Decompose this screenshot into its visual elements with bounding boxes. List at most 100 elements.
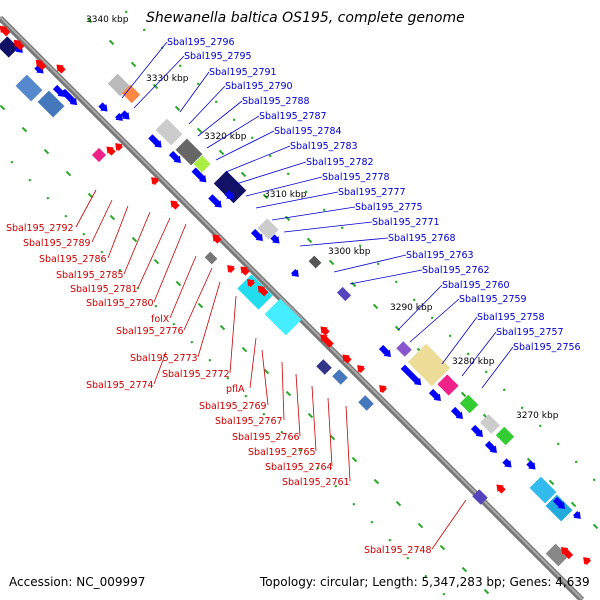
tick-mark — [284, 215, 291, 222]
callout-line — [225, 145, 291, 173]
tick-dot — [190, 340, 194, 344]
gene-label[interactable]: Sbal195_2764 — [265, 462, 333, 473]
callout-line — [311, 385, 317, 452]
reverse-gene-arrow — [357, 365, 365, 373]
kbp-label: 3290 kbp — [390, 303, 433, 313]
gene-label[interactable]: Sbal195_2766 — [232, 432, 300, 443]
tick-dot — [520, 406, 524, 410]
gene-label[interactable]: Sbal195_2789 — [23, 238, 91, 249]
accession-text: Accession: NC_009997 — [9, 575, 145, 589]
tick-mark — [131, 236, 138, 243]
tick-dot — [262, 412, 266, 416]
tick-dot — [214, 100, 218, 104]
gene-label[interactable]: Sbal195_2785 — [56, 270, 124, 281]
gene-label[interactable]: Sbal195_2756 — [513, 342, 581, 353]
forward-gene-arrow — [470, 424, 483, 437]
callout-line — [91, 199, 113, 243]
gene-label[interactable]: Sbal195_2795 — [184, 51, 252, 62]
reverse-gene-arrow — [170, 200, 180, 210]
tick-mark — [351, 456, 358, 463]
gene-label[interactable]: Sbal195_2788 — [242, 96, 310, 107]
gene-arrows — [0, 25, 591, 565]
tick-dot — [556, 442, 560, 446]
tick-dot — [280, 430, 284, 434]
callout-line — [281, 361, 285, 421]
forward-gene-arrow — [148, 134, 162, 148]
gene-label[interactable]: Sbal195_2790 — [225, 81, 293, 92]
gene-label[interactable]: Sbal195_2781 — [70, 284, 138, 295]
gene-label[interactable]: Sbal195_2783 — [290, 141, 358, 152]
feature-blocks — [0, 36, 573, 567]
gene-label[interactable]: Sbal195_2762 — [422, 265, 490, 276]
gene-label[interactable]: Sbal195_2767 — [215, 416, 283, 427]
reverse-gene-arrow — [106, 146, 116, 156]
gene-label[interactable]: Sbal195_2757 — [496, 327, 564, 338]
tick-dot — [250, 136, 254, 140]
gene-label[interactable]: Sbal195_2791 — [209, 67, 277, 78]
kbp-label: 3280 kbp — [452, 357, 495, 367]
gene-label[interactable]: Sbal195_2769 — [199, 401, 267, 412]
reverse-gene-arrow — [151, 177, 159, 185]
tick-mark — [592, 523, 599, 530]
callout-line — [409, 298, 460, 343]
callout-line — [107, 205, 129, 259]
forward-gene-arrow — [400, 364, 422, 386]
callout-line — [179, 71, 210, 113]
forward-gene-arrow — [526, 460, 536, 470]
callout-line — [295, 373, 301, 437]
tick-mark — [197, 302, 204, 309]
tick-dot — [298, 448, 302, 452]
forward-gene-arrow — [34, 64, 44, 74]
gene-label[interactable]: Sbal195_2796 — [167, 37, 235, 48]
callout-line — [121, 41, 168, 99]
forward-gene-arrow — [168, 150, 181, 163]
tick-dot — [592, 478, 596, 482]
gene-label[interactable]: Sbal195_2782 — [306, 157, 374, 168]
reverse-gene-arrow — [320, 326, 330, 336]
gene-label[interactable]: folX — [151, 314, 170, 325]
forward-gene-arrow — [120, 110, 130, 120]
gene-label[interactable]: Sbal195_2771 — [372, 217, 440, 228]
tick-mark — [372, 303, 379, 310]
tick-dot — [226, 376, 230, 380]
gene-label[interactable]: Sbal195_2777 — [338, 187, 406, 198]
gene-label[interactable]: Sbal195_2758 — [477, 312, 545, 323]
tick-mark — [263, 368, 270, 375]
gene-label[interactable]: Sbal195_2787 — [259, 111, 327, 122]
forward-gene-arrow — [115, 113, 123, 121]
gene-label[interactable]: Sbal195_2776 — [116, 326, 184, 337]
gene-label[interactable]: Sbal195_2763 — [406, 250, 474, 261]
gene-label[interactable]: Sbal195_2748 — [364, 545, 432, 556]
gene-label[interactable]: Sbal195_2780 — [86, 298, 154, 309]
callout-line — [327, 397, 333, 467]
gene-label[interactable]: Sbal195_2792 — [6, 223, 74, 234]
gene-label[interactable]: Sbal195_2784 — [274, 126, 342, 137]
gene-label[interactable]: Sbal195_2774 — [86, 380, 154, 391]
genome-title: Shewanella baltica OS195, complete genom… — [146, 10, 465, 26]
gene-label[interactable]: Sbal195_2761 — [282, 477, 350, 488]
gene-label[interactable]: Sbal195_2760 — [442, 280, 510, 291]
tick-dot — [340, 226, 344, 230]
callout-line — [255, 191, 339, 209]
tick-dot — [388, 538, 392, 542]
callout-line — [197, 100, 243, 137]
forward-gene-arrow — [291, 269, 299, 277]
gene-label[interactable]: Sbal195_2765 — [248, 447, 316, 458]
gene-label[interactable]: Sbal195_2768 — [388, 233, 456, 244]
tick-dot — [82, 232, 86, 236]
gene-label[interactable]: Sbal195_2759 — [459, 294, 527, 305]
tick-mark — [219, 324, 226, 331]
gene-label[interactable]: pflA — [226, 384, 245, 395]
tick-mark — [350, 281, 357, 288]
forward-gene-arrow — [450, 406, 463, 419]
tick-mark — [174, 105, 181, 112]
callout-line — [169, 255, 197, 319]
callout-line — [481, 346, 514, 389]
gene-label[interactable]: Sbal195_2786 — [39, 254, 107, 265]
genome-backbone-highlight — [0, 16, 583, 600]
reverse-gene-arrow — [320, 334, 334, 348]
tick-dot — [442, 592, 446, 596]
gene-label[interactable]: Sbal195_2778 — [322, 172, 390, 183]
gene-label[interactable]: Sbal195_2772 — [162, 369, 230, 380]
gene-label[interactable]: Sbal195_2775 — [355, 202, 423, 213]
